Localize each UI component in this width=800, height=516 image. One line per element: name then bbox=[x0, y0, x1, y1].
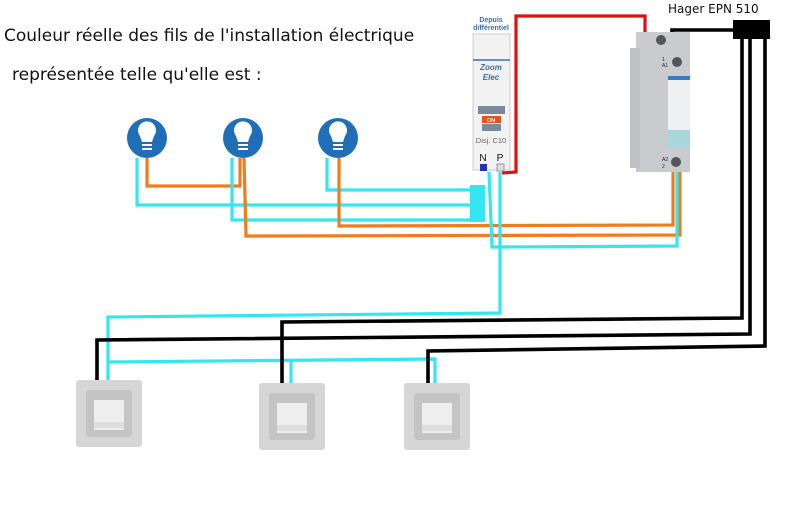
lightbulb-icon bbox=[318, 118, 358, 158]
breaker-on-indicator: ON bbox=[487, 118, 495, 124]
breaker-rating: Disj. C10 bbox=[476, 136, 506, 145]
wires bbox=[95, 14, 770, 392]
wire-black-switch2 bbox=[280, 38, 744, 392]
terminal-block-black bbox=[733, 20, 770, 39]
wire-orange-bulb2-contactor bbox=[242, 157, 682, 238]
contactor-label: Hager EPN 510 bbox=[668, 2, 759, 16]
breaker-source-2: différentiel bbox=[473, 25, 509, 32]
bulbs bbox=[127, 118, 358, 158]
push-button-switch bbox=[259, 383, 325, 450]
breaker-source-1: Depuis bbox=[479, 17, 502, 24]
breaker-brand-1: Zoom bbox=[479, 63, 502, 72]
wire-cyan-bulb2-neutral bbox=[230, 158, 472, 222]
wire-orange-bulb3-contactor bbox=[337, 158, 675, 228]
lightbulb-icon bbox=[223, 118, 263, 158]
diagram-title-line1: Couleur réelle des fils de l'installatio… bbox=[4, 26, 415, 46]
lightbulb-icon bbox=[127, 118, 167, 158]
wire-cyan-phase-switches bbox=[106, 172, 502, 388]
wire-red-phase-contactor bbox=[501, 14, 647, 175]
wire-cyan-bulb1-neutral bbox=[135, 158, 472, 207]
terminal-1: 1 bbox=[662, 57, 665, 63]
diagram-title-line2: représentée telle qu'elle est : bbox=[12, 65, 262, 85]
breaker-brand-2: Elec bbox=[483, 73, 500, 82]
wire-black-switch1 bbox=[95, 38, 752, 392]
breaker-terminal-n: N bbox=[479, 153, 486, 164]
terminal-block-neutral bbox=[470, 185, 485, 222]
breaker-terminal-p: P bbox=[497, 153, 504, 164]
contactor-hager-epn510: 1 A1 A2 2 bbox=[630, 32, 690, 172]
wire-cyan-switch-bus bbox=[107, 357, 437, 390]
terminal-2: 2 bbox=[662, 164, 665, 170]
push-button-switch bbox=[76, 380, 142, 447]
push-button-switch bbox=[404, 383, 470, 450]
circuit-breaker: Depuis différentiel Zoom Elec ON Disj. C… bbox=[472, 17, 511, 172]
terminal-a1: A1 bbox=[662, 63, 668, 69]
pushbuttons bbox=[76, 380, 470, 450]
wire-orange-bulb1-bulb2 bbox=[145, 158, 242, 188]
wire-cyan-neutral-contactor bbox=[487, 171, 679, 249]
wire-black-switch3 bbox=[426, 38, 767, 392]
terminal-a2: A2 bbox=[662, 157, 668, 163]
wire-cyan-bulb3-neutral bbox=[325, 158, 472, 192]
